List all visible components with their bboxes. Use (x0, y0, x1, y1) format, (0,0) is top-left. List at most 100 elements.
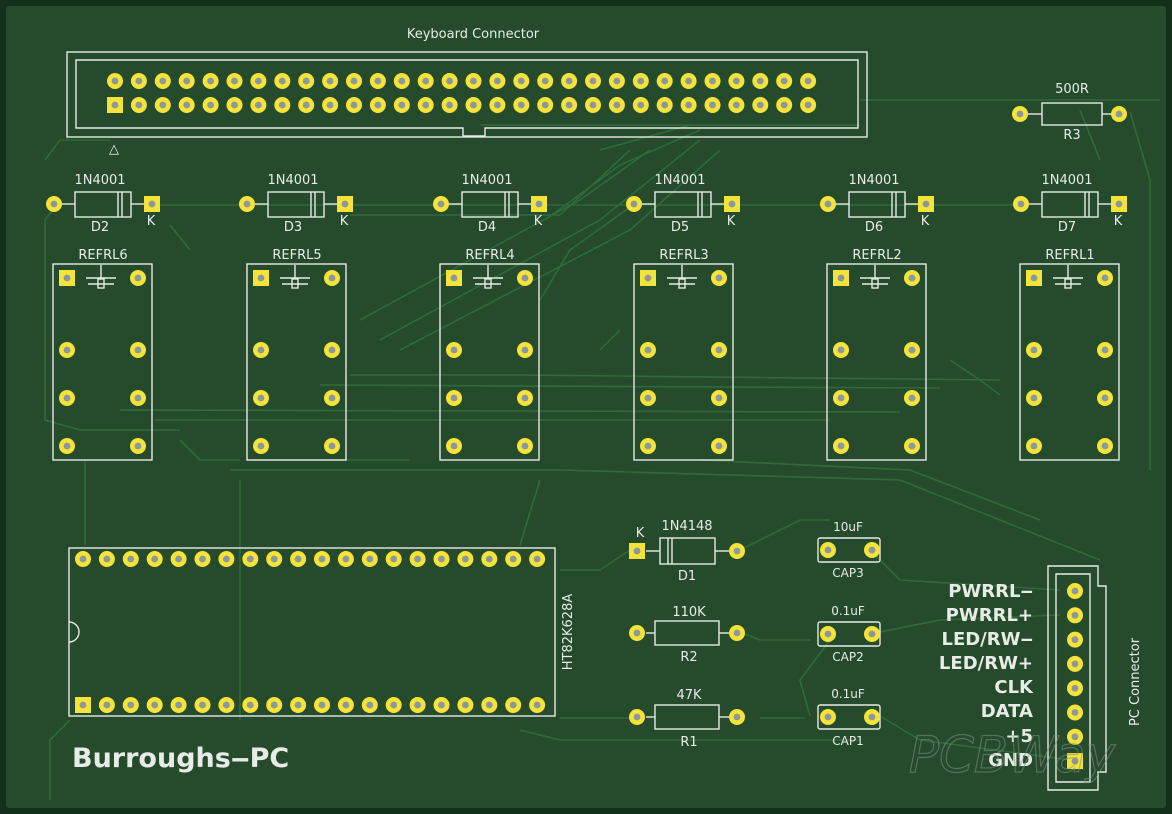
relay-refrl6-label: REFRL6 (78, 248, 127, 263)
keyboard-connector-pin (608, 73, 625, 89)
relay-coil-symbol (860, 265, 890, 285)
diode-anode-pad (46, 196, 62, 212)
d4-value: 1N4001 (461, 173, 512, 188)
pin1-marker: △ (109, 142, 119, 157)
ic-pin (409, 551, 426, 567)
trace-39 (949, 359, 1001, 396)
relay-outline (826, 263, 927, 461)
diode-cathode-pad (918, 196, 934, 212)
pin-label-gnd: GND (988, 750, 1033, 771)
relay-coil-box (291, 278, 299, 289)
relay-refrl4-label: REFRL4 (465, 248, 514, 263)
d3-value: 1N4001 (267, 173, 318, 188)
cap1-pad (820, 709, 836, 725)
pads-layer (46, 73, 1127, 770)
ic-pin (75, 697, 91, 713)
relay-pin (904, 438, 920, 454)
keyboard-connector-pin (346, 97, 362, 113)
pc-connector-pin (1067, 607, 1083, 624)
relay-pin (324, 438, 340, 454)
relay-pin (904, 342, 920, 358)
relay-pin (446, 390, 462, 406)
relay-pin (59, 270, 75, 286)
r2-pad (629, 625, 645, 641)
relay-pin (833, 342, 849, 358)
trace-9 (44, 199, 180, 431)
keyboard-connector-pin (369, 73, 386, 89)
pin-label-plus5: +5 (1005, 726, 1033, 747)
relay-pin (59, 438, 75, 454)
ic-pin (218, 697, 235, 713)
relay-pin (904, 270, 920, 286)
keyboard-connector-pin (704, 97, 721, 113)
relay-pin (833, 390, 849, 406)
ic-pin (314, 551, 330, 567)
diode-anode-pad (1013, 196, 1029, 212)
cap3-value: 10uF (833, 520, 863, 534)
keyboard-connector-pin (800, 73, 817, 89)
keyboard-connector-pin (776, 73, 793, 89)
relay-pin (833, 438, 849, 454)
r3-ref: R3 (1063, 128, 1080, 143)
diode-cathode-pad (531, 196, 547, 212)
relay-refrl3-label: REFRL3 (659, 248, 708, 263)
relay-coil-symbol (280, 265, 310, 285)
keyboard-connector-pin (107, 97, 123, 113)
d7-value: 1N4001 (1041, 173, 1092, 188)
keyboard-connector-pin (250, 97, 267, 113)
relay-refrl5-label: REFRL5 (272, 248, 321, 263)
d1-cathode-mark: K (636, 526, 645, 541)
keyboard-connector-pin (585, 73, 601, 89)
r1-pad (729, 709, 745, 725)
cap2-value: 0.1uF (831, 604, 865, 618)
keyboard-connector-pin (561, 73, 578, 89)
d2-ref: D2 (91, 220, 109, 235)
relay-pin (640, 390, 656, 406)
relay-pin (446, 438, 462, 454)
ic-pin (505, 551, 522, 567)
labels-layer: Keyboard Connector △ 500R R3 1N4001 D2 K… (72, 27, 1143, 785)
relay-outline (439, 263, 540, 461)
r2-ref: R2 (680, 650, 697, 665)
d2-cathode-mark: K (147, 214, 156, 229)
relay-pin (640, 270, 656, 286)
relay-coil-symbol (473, 265, 503, 285)
relay-pin (517, 342, 533, 358)
relay-pin (324, 390, 340, 406)
keyboard-connector-pin (632, 73, 649, 89)
pin-label-pwrrl-plus: PWRRL+ (946, 605, 1033, 626)
keyboard-connector-pin (226, 97, 243, 113)
keyboard-connector-pin (274, 97, 291, 113)
relay-pin (1026, 390, 1042, 406)
relay-pin (640, 342, 656, 358)
trace-8 (1129, 111, 1151, 470)
trace-25 (739, 519, 830, 551)
d5-cathode-mark: K (727, 214, 736, 229)
keyboard-connector-label: Keyboard Connector (407, 27, 540, 42)
ic-pin (218, 551, 235, 567)
ic-pin (529, 697, 546, 713)
ic-pin (385, 551, 402, 567)
keyboard-connector-pin (274, 73, 291, 89)
ic-pin (242, 551, 259, 567)
relay-pin (59, 390, 75, 406)
relay-pin (640, 438, 656, 454)
cap1-pad (864, 709, 880, 725)
keyboard-connector-pin (154, 73, 171, 89)
ic-notch (68, 621, 80, 643)
ic-pin (409, 697, 426, 713)
ic-pin (337, 551, 354, 567)
relay-coil-symbol (1053, 265, 1083, 285)
trace-38 (599, 329, 621, 351)
keyboard-connector-pin (130, 97, 147, 113)
trace-28 (879, 614, 1061, 633)
trace-3 (169, 224, 191, 251)
d1-anode-pad (729, 543, 745, 559)
r3-pad (1012, 106, 1028, 122)
keyboard-connector-pin (441, 73, 458, 89)
relay-pin (59, 342, 75, 358)
pin-label-data: DATA (981, 701, 1033, 722)
ic-pin (290, 551, 307, 567)
keyboard-connector-pin (202, 73, 219, 89)
